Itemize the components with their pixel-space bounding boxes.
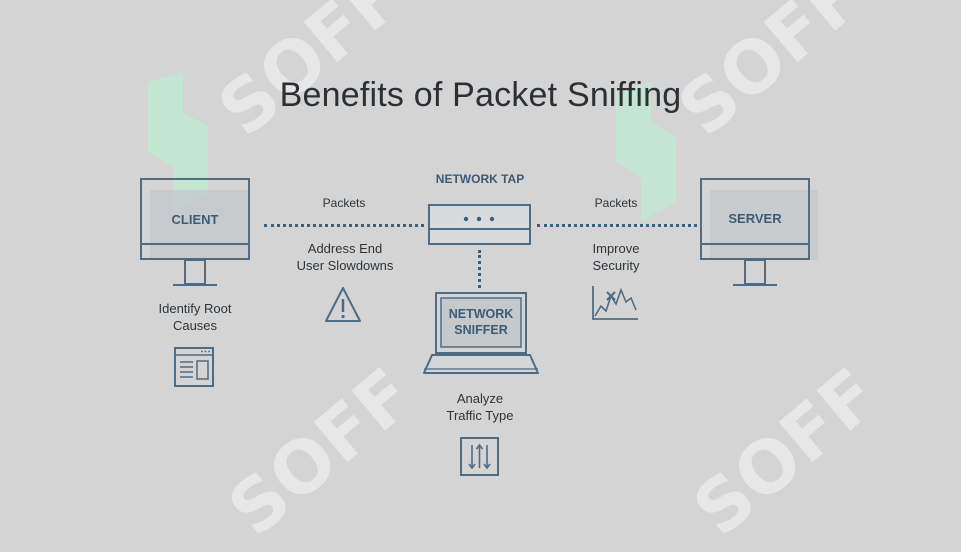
client-node: CLIENT bbox=[140, 178, 252, 288]
monitor-icon bbox=[700, 178, 818, 286]
address-slowdowns-text: Address End User Slowdowns bbox=[280, 240, 410, 274]
client-label: CLIENT bbox=[171, 212, 219, 227]
sniffer-label: NETWORK SNIFFER bbox=[436, 306, 526, 338]
watermark-text: SOFF bbox=[677, 351, 894, 552]
traffic-arrows-icon bbox=[460, 437, 499, 476]
laptop-icon bbox=[423, 292, 539, 374]
monitor-icon bbox=[140, 178, 250, 286]
server-label: SERVER bbox=[728, 211, 782, 226]
client-tap-link bbox=[264, 224, 424, 227]
watermark-text: SOFF bbox=[212, 351, 429, 552]
improve-security-text: Improve Security bbox=[566, 240, 666, 274]
server-node: SERVER bbox=[700, 178, 820, 288]
analyze-traffic-text: Analyze Traffic Type bbox=[420, 390, 540, 424]
tap-label: NETWORK TAP bbox=[435, 172, 525, 186]
network-tap-device bbox=[428, 204, 532, 246]
identify-line-2: Causes bbox=[172, 318, 218, 333]
security-chart-icon bbox=[592, 286, 638, 320]
analyze-line-2: Traffic Type bbox=[446, 408, 514, 423]
identify-root-causes-text: Identify Root Causes bbox=[130, 300, 260, 334]
right-packets-label: Packets bbox=[594, 196, 638, 210]
identify-line-1: Identify Root bbox=[158, 301, 232, 316]
page-title: Benefits of Packet Sniffing bbox=[279, 76, 682, 114]
analyze-line-1: Analyze bbox=[456, 391, 504, 406]
left-packets-label: Packets bbox=[322, 196, 366, 210]
sniffer-label-line-1: NETWORK bbox=[448, 307, 514, 321]
improve-line-1: Improve bbox=[592, 241, 640, 256]
warning-icon bbox=[325, 287, 361, 322]
tap-server-link bbox=[537, 224, 697, 227]
address-line-1: Address End bbox=[307, 241, 383, 256]
address-line-2: User Slowdowns bbox=[296, 258, 394, 273]
tap-sniffer-link bbox=[478, 250, 481, 288]
network-tap-icon bbox=[428, 204, 531, 245]
sniffer-label-line-2: SNIFFER bbox=[454, 323, 508, 337]
browser-window-icon bbox=[174, 347, 214, 387]
network-sniffer-node: NETWORK SNIFFER bbox=[422, 291, 540, 381]
improve-line-2: Security bbox=[592, 258, 640, 273]
